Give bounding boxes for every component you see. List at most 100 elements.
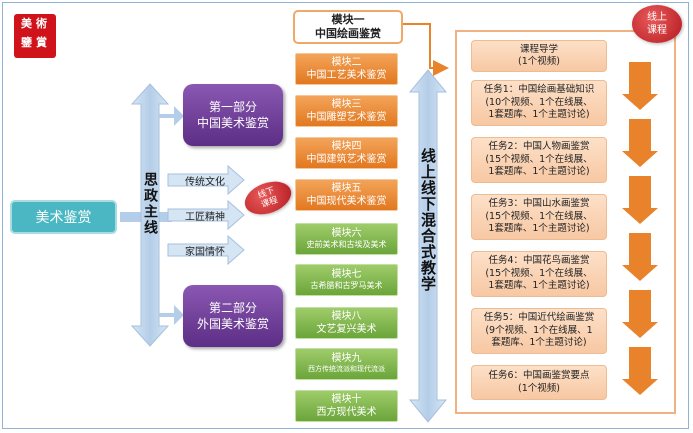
chip-craftsmanship: 工匠精神 — [185, 211, 225, 223]
module-10-node: 模块十 西方现代美术 — [295, 390, 398, 422]
task-2-title: 任务2：中国人物画鉴赏 — [488, 141, 590, 153]
course-guide-node: 课程导学 (1个视频) — [471, 40, 607, 72]
module-2-title: 模块二 — [331, 57, 362, 68]
module-1-node: 模块一 中国绘画鉴赏 — [293, 10, 403, 44]
task-4-node: 任务4：中国花鸟画鉴赏 (15个视频、1个在线展、 1套题库、1个主题讨论) — [471, 251, 607, 297]
step-arrow-2 — [622, 119, 658, 167]
chip-arrow-2 — [167, 199, 245, 231]
task-2-line1: (15个视频、1个在线展、 — [485, 153, 593, 165]
task-5-title: 任务5：中国近代绘画鉴赏 — [483, 312, 595, 324]
module-9-title: 模块九 — [331, 353, 362, 364]
module-8-subtitle: 文艺复兴美术 — [316, 324, 377, 335]
module-2-subtitle: 中国工艺美术鉴赏 — [306, 70, 387, 81]
step-label-6: 互评价 — [652, 351, 661, 375]
task-5-line2: 套题库、1个主题讨论) — [491, 337, 587, 349]
task-3-node: 任务3：中国山水画鉴赏 (15个视频、1个在线展、 1套题库、1个主题讨论) — [471, 194, 607, 240]
part-1-title: 第一部分 — [208, 100, 257, 114]
task-3-title: 任务3：中国山水画鉴赏 — [488, 198, 590, 210]
arrow-to-part1 — [159, 106, 184, 126]
module-5-subtitle: 中国现代美术鉴赏 — [306, 196, 387, 207]
online-badge-line2: 课程 — [647, 25, 667, 36]
root-node: 美术鉴赏 — [10, 200, 117, 234]
task-3-line2: 1套题库、1个主题讨论) — [488, 223, 590, 235]
course-guide-title: 课程导学 — [519, 43, 558, 55]
root-label: 美术鉴赏 — [35, 210, 92, 226]
step-arrow-3 — [622, 176, 658, 224]
task-1-node: 任务1：中国绘画基础知识 (10个视频、1个在线展、 1套题库、1个主题讨论) — [471, 80, 607, 126]
step-label-2: 学微课 — [652, 123, 661, 147]
part-2-node: 第二部分 外国美术鉴赏 — [183, 285, 283, 347]
arrow-to-part2 — [159, 305, 184, 325]
module-2-node: 模块二 中国工艺美术鉴赏 — [295, 53, 398, 85]
module-4-title: 模块四 — [331, 141, 362, 152]
task-5-node: 任务5：中国近代绘画鉴赏 (9个视频、1个在线展、1 套题库、1个主题讨论) — [471, 308, 607, 354]
logo-char-3: 鑒 — [21, 36, 32, 49]
module-3-node: 模块三 中国雕塑艺术鉴赏 — [295, 95, 398, 127]
chip-arrow-3 — [167, 234, 245, 266]
chip-traditional-culture: 传统文化 — [185, 176, 225, 188]
step-label-5: 做测试 — [652, 294, 661, 318]
module-3-subtitle: 中国雕塑艺术鉴赏 — [306, 112, 387, 123]
outer-frame — [2, 2, 689, 429]
module-9-subtitle: 西方传统流派和现代流派 — [308, 365, 385, 373]
mixed-teaching-label: 线上线下混合式教学 — [419, 148, 437, 292]
step-arrow-6 — [622, 347, 658, 395]
module-8-title: 模块八 — [331, 311, 362, 322]
online-course-badge: 线上 课程 — [632, 5, 682, 43]
task-1-line1: (10个视频、1个在线展、 — [485, 96, 593, 108]
module-7-subtitle: 古希腊和古罗马美术 — [310, 281, 383, 290]
module-5-title: 模块五 — [331, 183, 362, 194]
task-3-line1: (15个视频、1个在线展、 — [485, 210, 593, 222]
step-arrow-1 — [622, 62, 658, 110]
chip-arrow-1 — [167, 164, 245, 196]
task-4-line1: (15个视频、1个在线展、 — [485, 267, 593, 279]
module-6-title: 模块六 — [331, 228, 362, 239]
step-arrow-5 — [622, 290, 658, 338]
step-arrow-4 — [622, 233, 658, 281]
course-guide-detail: (1个视频) — [518, 56, 560, 67]
task-2-line2: 1套题库、1个主题讨论) — [488, 166, 590, 178]
logo-char-1: 美 — [21, 17, 32, 30]
task-5-line1: (9个视频、1个在线展、1 — [485, 324, 593, 336]
task-6-title: 任务6：中国画鉴赏要点 — [488, 370, 590, 381]
logo-char-2: 術 — [36, 17, 47, 30]
mixed-double-arrow — [408, 69, 448, 423]
task-6-line1: (1个视频) — [518, 382, 560, 394]
part-2-subtitle: 外国美术鉴赏 — [196, 317, 269, 331]
module-1-subtitle: 中国绘画鉴赏 — [315, 27, 381, 40]
task-1-line2: 1套题库、1个主题讨论) — [488, 109, 590, 121]
module-8-node: 模块八 文艺复兴美术 — [295, 307, 398, 339]
task-6-node: 任务6：中国画鉴赏要点 (1个视频) — [471, 365, 607, 400]
online-badge-line1: 线上 — [647, 12, 667, 23]
task-4-title: 任务4：中国花鸟画鉴赏 — [488, 255, 590, 267]
module-10-title: 模块十 — [331, 394, 362, 405]
module1-to-panel-arrow — [403, 23, 449, 76]
part-1-subtitle: 中国美术鉴赏 — [196, 116, 269, 130]
step-arrows — [622, 62, 658, 395]
module-5-node: 模块五 中国现代美术鉴赏 — [295, 179, 398, 211]
module-4-subtitle: 中国建筑艺术鉴赏 — [306, 154, 387, 165]
step-label-4: 思传承 — [652, 237, 661, 261]
module-6-node: 模块六 史前美术和古埃及美术 — [295, 223, 398, 255]
module-10-subtitle: 西方现代美术 — [316, 407, 377, 418]
ideology-axis-label: 思政主线 — [142, 172, 158, 236]
part-2-title: 第二部分 — [208, 301, 257, 315]
module-3-title: 模块三 — [331, 99, 362, 110]
task-1-title: 任务1：中国绘画基础知识 — [483, 84, 595, 96]
step-label-3: 搞拓展 — [652, 180, 661, 204]
ideology-double-arrow — [130, 83, 170, 347]
step-label-1: 预任务 — [652, 66, 661, 90]
logo-seal: 美 術 鑒 賞 — [14, 14, 56, 58]
logo-char-4: 賞 — [36, 36, 47, 49]
part-1-node: 第一部分 中国美术鉴赏 — [183, 84, 283, 146]
module-7-node: 模块七 古希腊和古罗马美术 — [295, 264, 398, 296]
module-1-title: 模块一 — [331, 13, 365, 26]
chip-patriotism: 家国情怀 — [185, 246, 225, 258]
module-6-subtitle: 史前美术和古埃及美术 — [306, 240, 387, 249]
module-9-node: 模块九 西方传统流派和现代流派 — [295, 348, 398, 380]
task-4-line2: 1套题库、1个主题讨论) — [488, 280, 590, 292]
module-4-node: 模块四 中国建筑艺术鉴赏 — [295, 137, 398, 169]
task-2-node: 任务2：中国人物画鉴赏 (15个视频、1个在线展、 1套题库、1个主题讨论) — [471, 137, 607, 183]
